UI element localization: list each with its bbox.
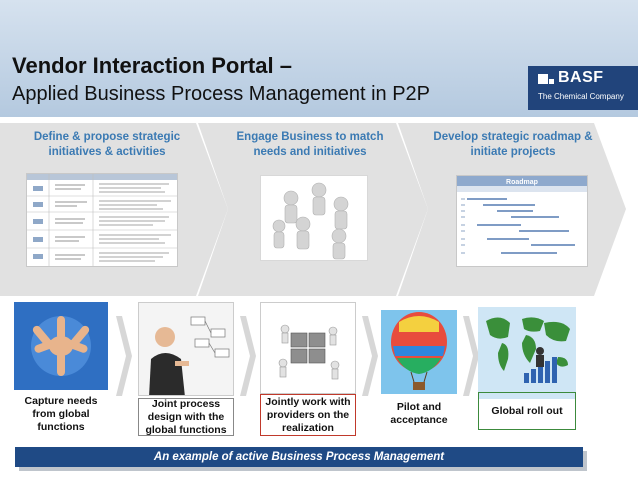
process-design-graphic (139, 303, 233, 395)
hands-together-image (14, 302, 108, 390)
basf-logo: BASF The Chemical Company (528, 66, 638, 110)
step-pilot-label: Pilot and acceptance (381, 394, 457, 434)
people-figures-image (260, 175, 368, 261)
step-joint-design-label: Joint process design with the global fun… (138, 398, 234, 436)
table-thumbnail-graphic (27, 174, 177, 266)
header-band: Vendor Interaction Portal – Applied Busi… (0, 0, 638, 117)
hot-air-balloon-graphic (381, 310, 457, 394)
logo-square-icon (538, 74, 548, 84)
step-capture-needs-label: Capture needs from global functions (24, 394, 98, 433)
bottom-banner: An example of active Business Process Ma… (15, 447, 583, 467)
step-jointly-work-label: Jointly work with providers on the reali… (260, 394, 356, 436)
puzzle-image (260, 302, 356, 394)
puzzle-graphic (261, 303, 355, 393)
step-arrow-2 (240, 316, 256, 396)
initiatives-table-thumbnail (26, 173, 178, 267)
hands-together-graphic (14, 302, 108, 390)
step-global-rollout-label: Global roll out (478, 392, 576, 430)
phase-define: Define & propose strategic initiatives &… (0, 123, 230, 296)
world-map-image (478, 307, 576, 399)
phase-develop: Develop strategic roadmap & initiate pro… (398, 123, 630, 296)
people-figures-graphic (272, 182, 349, 260)
page-title: Vendor Interaction Portal – (12, 53, 292, 78)
phase-engage-label: Engage Business to match needs and initi… (236, 131, 384, 158)
phase-develop-label: Develop strategic roadmap & initiate pro… (433, 131, 593, 158)
roadmap-thumbnail-graphic: Roadmap (457, 176, 587, 254)
logo-small-square-icon (549, 79, 554, 84)
roadmap-thumbnail-title: Roadmap (506, 179, 538, 186)
step-arrow-4 (463, 316, 479, 396)
page-subtitle: Applied Business Process Management in P… (12, 83, 431, 105)
logo-tagline: The Chemical Company (538, 92, 624, 101)
step-arrow-1 (116, 316, 132, 396)
hot-air-balloon-image (381, 310, 457, 394)
process-design-image (138, 302, 234, 396)
step-arrow-3 (362, 316, 378, 396)
phase-define-label: Define & propose strategic initiatives &… (33, 131, 181, 158)
roadmap-thumbnail: Roadmap (456, 175, 588, 267)
logo-text: BASF (558, 69, 604, 86)
phase-engage: Engage Business to match needs and initi… (198, 123, 430, 296)
world-map-graphic (478, 307, 576, 399)
